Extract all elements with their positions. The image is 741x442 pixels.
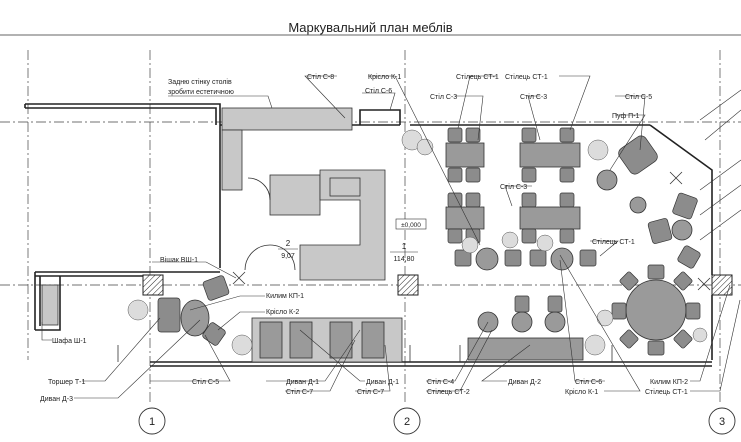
round-table-group	[611, 264, 701, 356]
label-stil-c3-c: Стіл С-3	[500, 183, 527, 191]
kitchen-counter	[221, 107, 386, 281]
label-dyvan-d1-a: Диван Д-1	[286, 379, 319, 386]
label-stilets-ct1-a: Стілець СТ-1	[456, 73, 499, 81]
label-stil-c8: Стіл С-8	[307, 73, 334, 81]
label-stil-c3-a: Стіл С-3	[430, 93, 457, 101]
table-group-mid-right	[519, 192, 581, 244]
axis-marker-3: 3	[708, 407, 736, 435]
lounge-corner	[596, 135, 701, 269]
dimension-ticks	[117, 345, 613, 362]
door-swing-storage	[244, 244, 296, 271]
svg-text:2: 2	[404, 416, 410, 428]
level-mark: ±0,000	[395, 218, 427, 230]
table-group-mid-left	[445, 192, 485, 244]
label-puf-p1: Пуф П-1	[612, 113, 640, 120]
label-kylym-kp1: Килим КП-1	[266, 293, 304, 300]
svg-text:1: 1	[149, 416, 155, 428]
room-1-tag: 1 114,80	[390, 242, 418, 263]
label-vishak: Вішак ВШ-1	[160, 256, 198, 264]
label-stil-c5-top: Стіл С-5	[625, 93, 652, 101]
label-stil-c7-b: Стіл С-7	[357, 388, 384, 396]
label-dyvan-d3: Диван Д-3	[40, 396, 73, 403]
sofa-row-left	[251, 317, 403, 363]
table-group-top-left	[445, 127, 485, 183]
label-dyvan-d2: Диван Д-2	[508, 379, 541, 386]
label-torsher: Торшер Т-1	[48, 379, 85, 386]
label-stilets-ct1-bottom: Стілець СТ-1	[645, 388, 688, 396]
plan-title: Маркувальний план меблів	[288, 20, 453, 35]
svg-text:114,80: 114,80	[394, 256, 415, 263]
bar-row	[454, 247, 597, 271]
label-stilets-ct2: Стілець СТ-2	[427, 388, 470, 396]
label-stil-c7-a: Стіл С-7	[286, 388, 313, 396]
label-stil-c3-b: Стіл С-3	[520, 93, 547, 101]
grid-axes	[0, 50, 741, 405]
label-krislo-k1-bottom: Крісло К-1	[565, 388, 598, 396]
furniture-labels: Задню стінку столів зробити естетичною С…	[40, 73, 688, 403]
label-back-wall-2: зробити естетичною	[168, 88, 234, 96]
coat-hanger-mark	[232, 271, 246, 285]
walls	[24, 103, 713, 367]
label-dyvan-d1-b: Диван Д-1	[366, 379, 399, 386]
axis-marker-1: 1	[138, 407, 166, 435]
label-stil-c6-top: Стіл С-6	[365, 87, 392, 95]
label-stilets-ct1-b: Стілець СТ-1	[505, 73, 548, 81]
svg-text:±0,000: ±0,000	[401, 222, 421, 229]
column-left	[142, 274, 164, 296]
axis-marker-2: 2	[393, 407, 421, 435]
label-krislo-k1-top: Крісло К-1	[368, 73, 401, 81]
label-stil-c5-bottom: Стіл С-5	[192, 378, 219, 386]
svg-text:9,07: 9,07	[281, 253, 295, 260]
label-shafa: Шафа Ш-1	[52, 338, 87, 345]
leader-lines	[41, 75, 741, 399]
label-stil-c6-bottom: Стіл С-6	[575, 378, 602, 386]
label-stilets-ct1-mid: Стілець СТ-1	[592, 238, 635, 246]
label-back-wall-1: Задню стінку столів	[168, 78, 232, 86]
label-kylym-kp2: Килим КП-2	[650, 379, 688, 386]
label-krislo-k2: Крісло К-2	[266, 308, 299, 316]
left-lounge	[41, 275, 230, 346]
plants	[127, 129, 708, 356]
column-middle	[397, 274, 419, 296]
lamp-mark	[669, 171, 711, 291]
svg-text:2: 2	[286, 239, 291, 248]
table-group-top-right	[519, 127, 581, 183]
svg-text:1: 1	[402, 242, 407, 251]
label-stil-c4: Стіл С-4	[427, 378, 454, 386]
room-2-tag: 2 9,07	[278, 239, 298, 260]
svg-text:3: 3	[719, 416, 725, 428]
column-right	[711, 274, 733, 296]
